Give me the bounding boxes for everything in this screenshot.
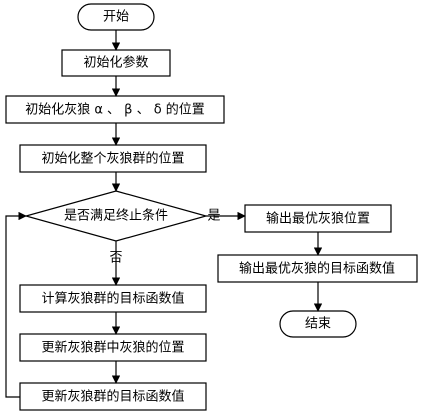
yes-label: 是 [207, 209, 220, 224]
arrow-loop-back [5, 211, 27, 398]
update-fitness-node: 更新灰狼群的目标函数值 [19, 382, 207, 411]
init-params-node: 初始化参数 [61, 49, 171, 77]
condition-node: 是否满足终止条件 [23, 190, 209, 242]
calc-fitness-label: 计算灰狼群的目标函数值 [41, 291, 184, 307]
update-position-label: 更新灰狼群中灰狼的位置 [41, 340, 184, 356]
output-position-node: 输出最优灰狼位置 [244, 204, 392, 233]
condition-label: 是否满足终止条件 [64, 208, 168, 224]
update-position-node: 更新灰狼群中灰狼的位置 [19, 333, 207, 362]
no-label: 否 [109, 251, 122, 266]
start-node: 开始 [77, 3, 155, 31]
end-label: 结束 [305, 317, 331, 332]
output-fitness-label: 输出最优灰狼的目标函数值 [239, 261, 395, 277]
update-fitness-label: 更新灰狼群的目标函数值 [41, 389, 184, 405]
start-label: 开始 [103, 10, 129, 25]
init-pack-label: 初始化整个灰狼群的位置 [41, 151, 184, 167]
init-params-label: 初始化参数 [83, 55, 148, 71]
end-node: 结束 [279, 310, 357, 338]
init-pack-node: 初始化整个灰狼群的位置 [19, 144, 207, 173]
calc-fitness-node: 计算灰狼群的目标函数值 [19, 284, 207, 313]
output-fitness-node: 输出最优灰狼的目标函数值 [217, 254, 418, 283]
output-position-label: 输出最优灰狼位置 [266, 211, 370, 227]
init-leaders-node: 初始化灰狼 α 、 β 、 δ 的位置 [5, 95, 225, 124]
init-leaders-label: 初始化灰狼 α 、 β 、 δ 的位置 [25, 102, 205, 118]
